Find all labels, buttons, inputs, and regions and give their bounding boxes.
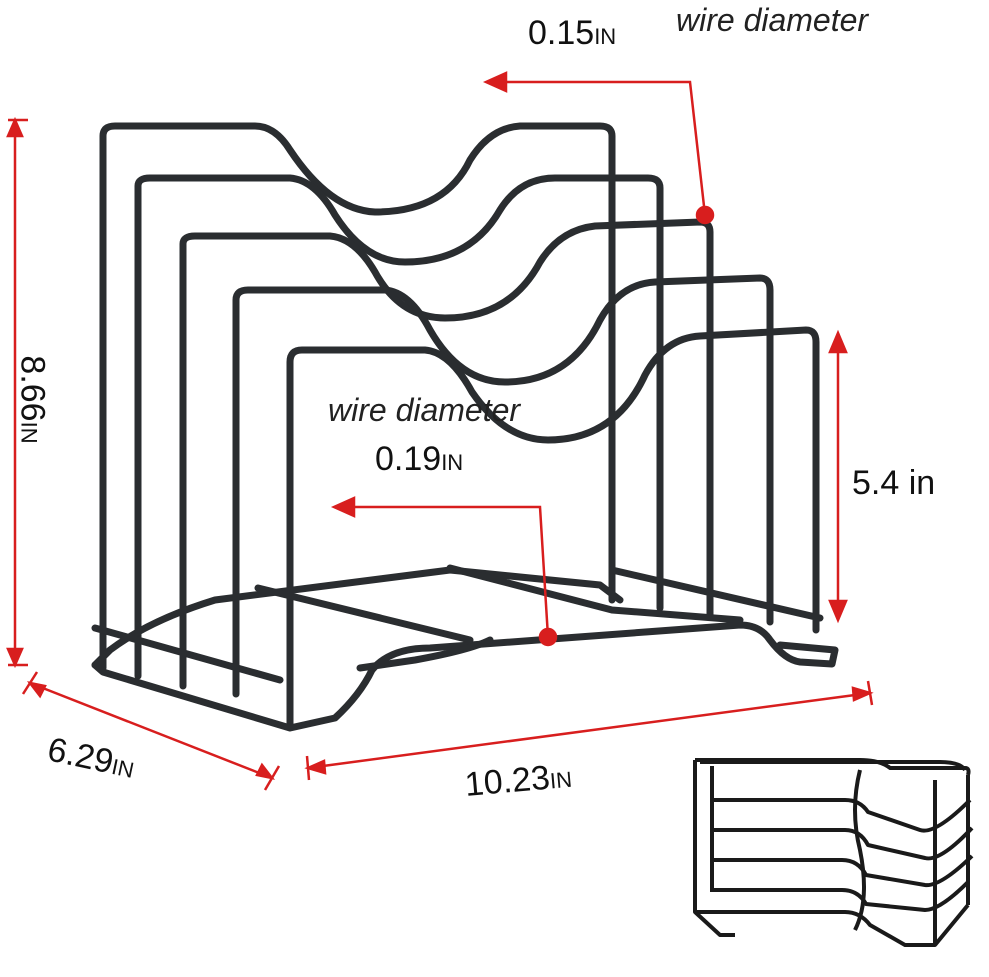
divider-1 [99, 122, 616, 672]
crossbar-4 [608, 566, 824, 622]
divider-2 [134, 174, 664, 680]
mid-wire-diameter-measure: 0.19IN [375, 440, 463, 479]
height-measure: 8.66IN [13, 355, 52, 443]
front-height-measure: 5.4 in [852, 464, 936, 502]
height-value: 8.66 [13, 355, 52, 422]
top-wire-unit: IN [594, 24, 617, 49]
crossbar-2 [254, 584, 474, 644]
divider-5 [286, 326, 820, 729]
inset-rack [693, 758, 974, 947]
top-wire-note: wire diameter [676, 2, 869, 38]
mid-wire-note: wire diameter [328, 392, 521, 428]
top-wire-value: 0.15 [528, 14, 595, 52]
crossbar-3 [446, 564, 744, 624]
width-unit: IN [548, 766, 574, 794]
height-unit: IN [16, 421, 42, 444]
divider-4 [232, 274, 774, 698]
mid-wire-unit: IN [441, 450, 464, 475]
mid-wire-value: 0.19 [375, 440, 442, 478]
base-frame [91, 621, 839, 732]
top-wire-diameter-measure: 0.15IN [528, 14, 616, 53]
divider-3 [179, 218, 714, 690]
crossbar-1 [91, 624, 284, 684]
width-value: 10.23 [463, 758, 552, 804]
